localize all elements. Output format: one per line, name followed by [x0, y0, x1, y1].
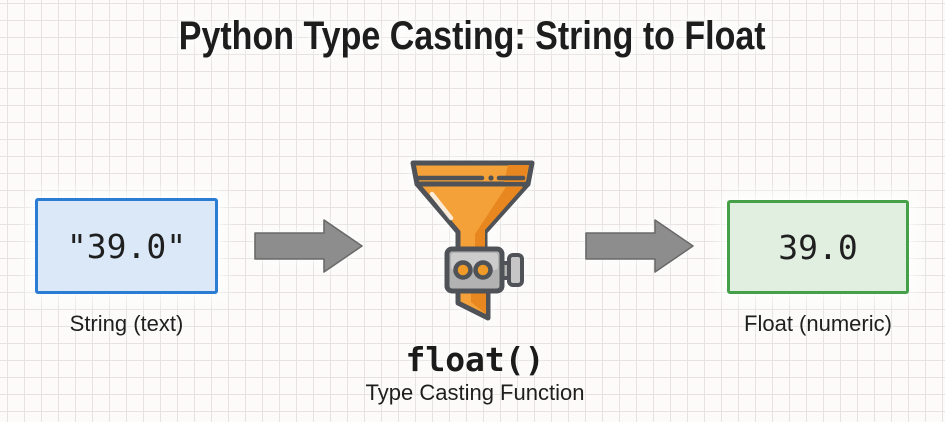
funnel-grinder-icon [410, 160, 535, 321]
float-value-box: 39.0 [727, 200, 909, 294]
arrow-right-icon [254, 219, 363, 273]
function-caption: Type Casting Function [365, 380, 585, 405]
page-title: Python Type Casting: String to Float [0, 14, 945, 59]
page-title-text: Python Type Casting: String to Float [179, 14, 766, 58]
float-caption: Float (numeric) [744, 311, 892, 336]
arrow-right-icon [585, 219, 694, 273]
function-name: float() [405, 340, 545, 379]
float-value: 39.0 [778, 227, 858, 267]
string-caption: String (text) [69, 311, 184, 336]
string-value-box: "39.0" [35, 198, 218, 294]
string-value: "39.0" [66, 226, 187, 266]
